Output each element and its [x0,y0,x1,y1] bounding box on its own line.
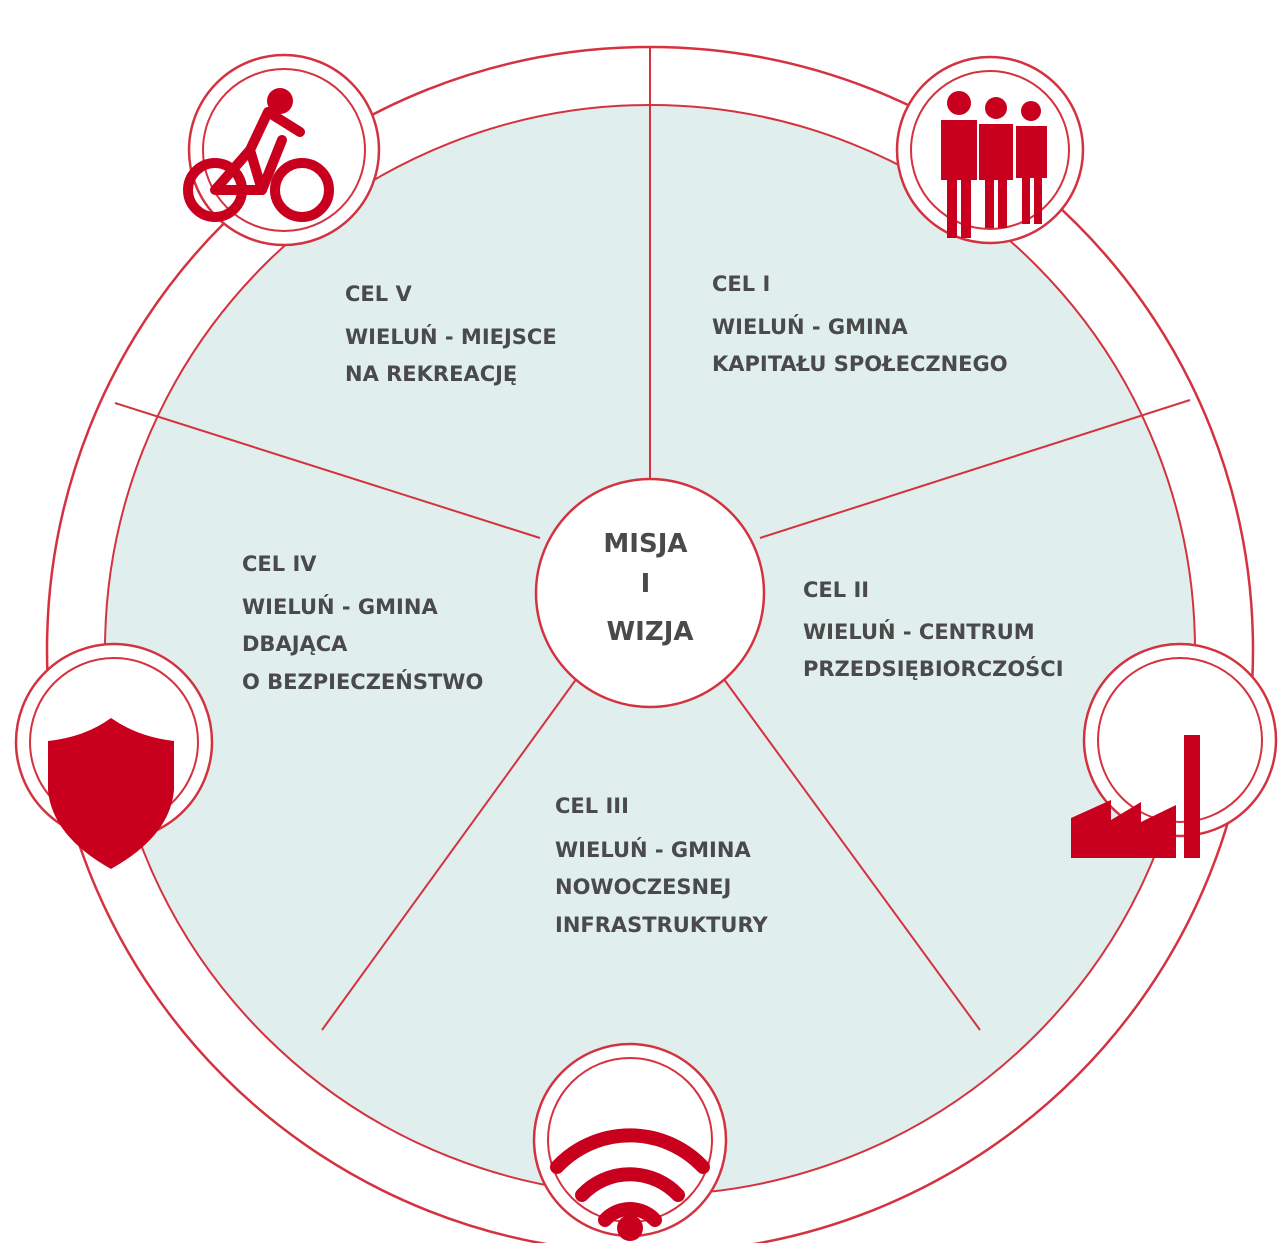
center-circle [534,477,766,709]
factory-icon [1071,735,1200,858]
wifi-icon [550,1128,710,1227]
spoke [714,666,981,1031]
spoke [114,402,541,539]
goal-label-cel-5: CEL V WIELUŃ - MIEJSCE NA REKREACJĘ [345,282,564,386]
goal-label-cel-1: CEL I WIELUŃ - GMINA KAPITAŁU SPOŁECZNEG… [712,272,1008,376]
center-line: MISJA [603,529,687,559]
goal-label-cel-4: CEL IV WIELUŃ - GMINA DBAJĄCA O BEZPIECZ… [242,552,483,694]
people-icon [941,91,1047,238]
spokes [114,47,1191,1031]
bicycle-icon [183,88,334,222]
badge-cel-2 [1071,642,1278,858]
center-line: WIZJA [606,617,693,647]
goal-label-cel-2: CEL II WIELUŃ - CENTRUM PRZEDSIĘBIORCZOŚ… [803,578,1064,681]
badge-cel-1 [895,55,1085,245]
center-label: MISJA I WIZJA [603,529,696,647]
badge-cel-3 [532,1042,728,1241]
center-line: I [641,569,651,599]
badge-cel-4 [14,642,214,869]
spoke [321,666,586,1031]
shield-icon [48,718,174,869]
goal-label-cel-3: CEL III WIELUŃ - GMINA NOWOCZESNEJ INFRA… [555,794,769,937]
spoke [759,399,1191,539]
badge-cel-5 [183,53,381,247]
